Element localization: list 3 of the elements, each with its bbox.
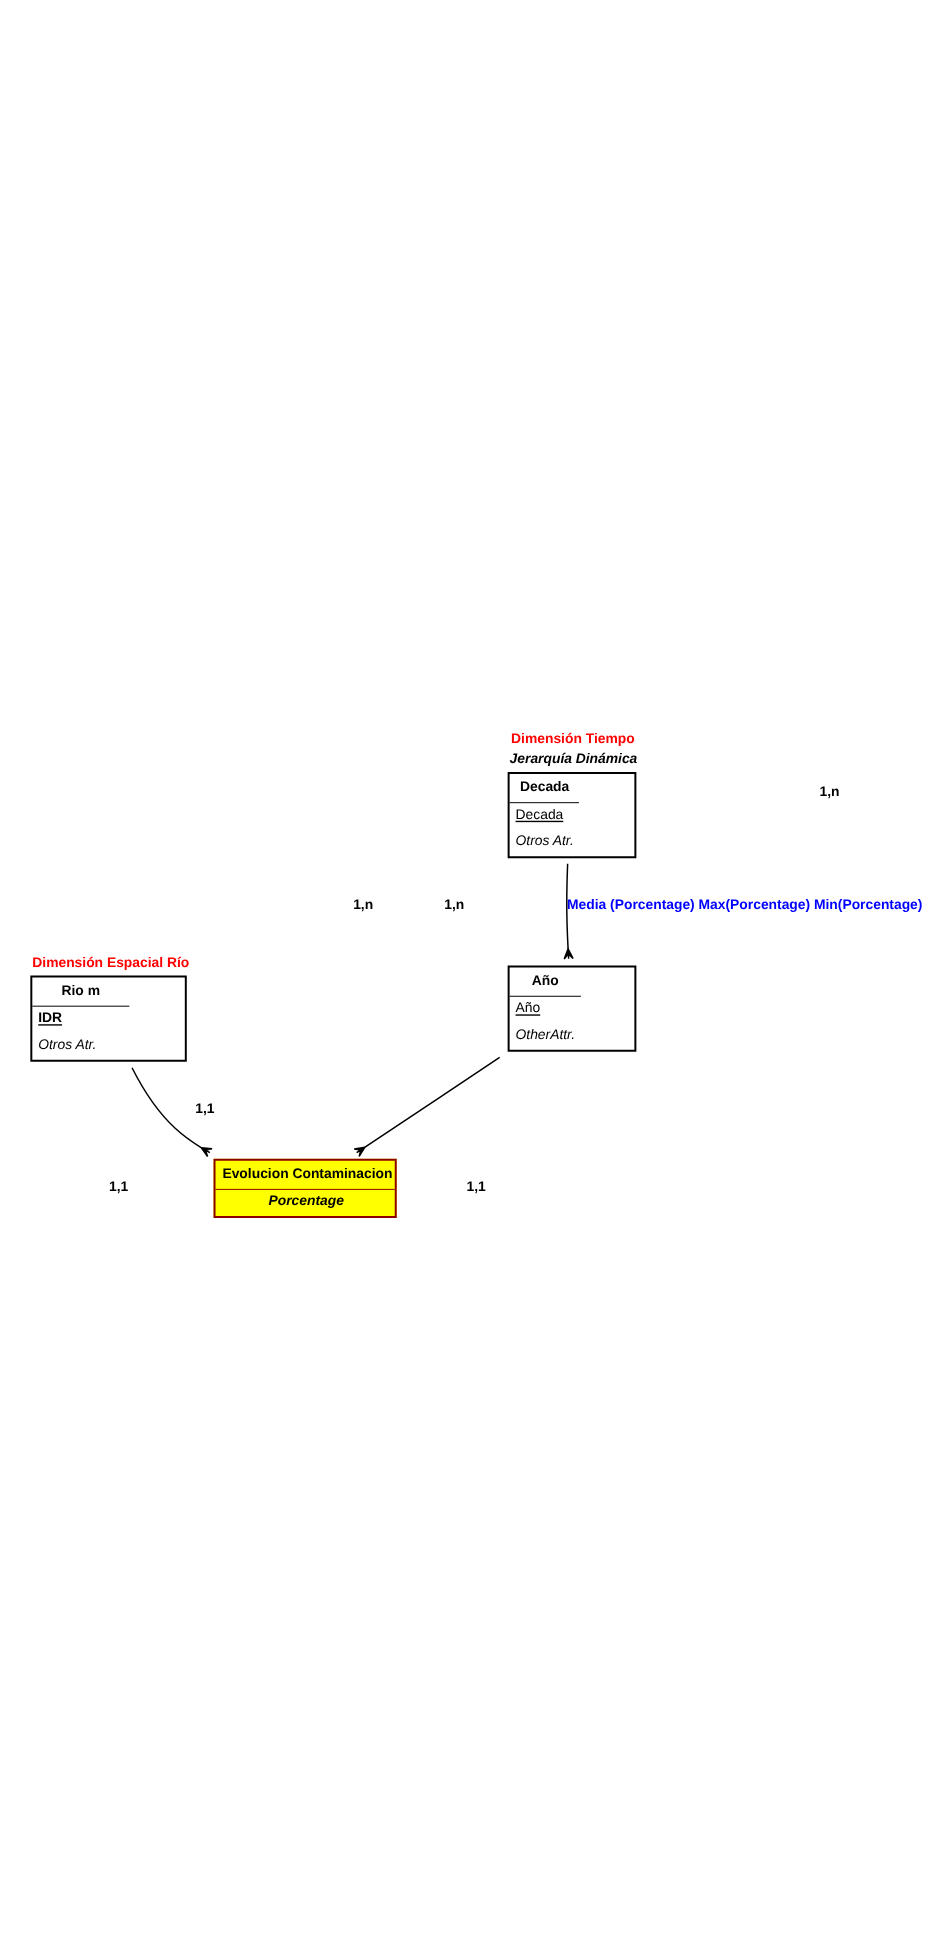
connector	[353, 1055, 501, 1157]
connector	[131, 1066, 213, 1157]
connector	[563, 862, 574, 959]
